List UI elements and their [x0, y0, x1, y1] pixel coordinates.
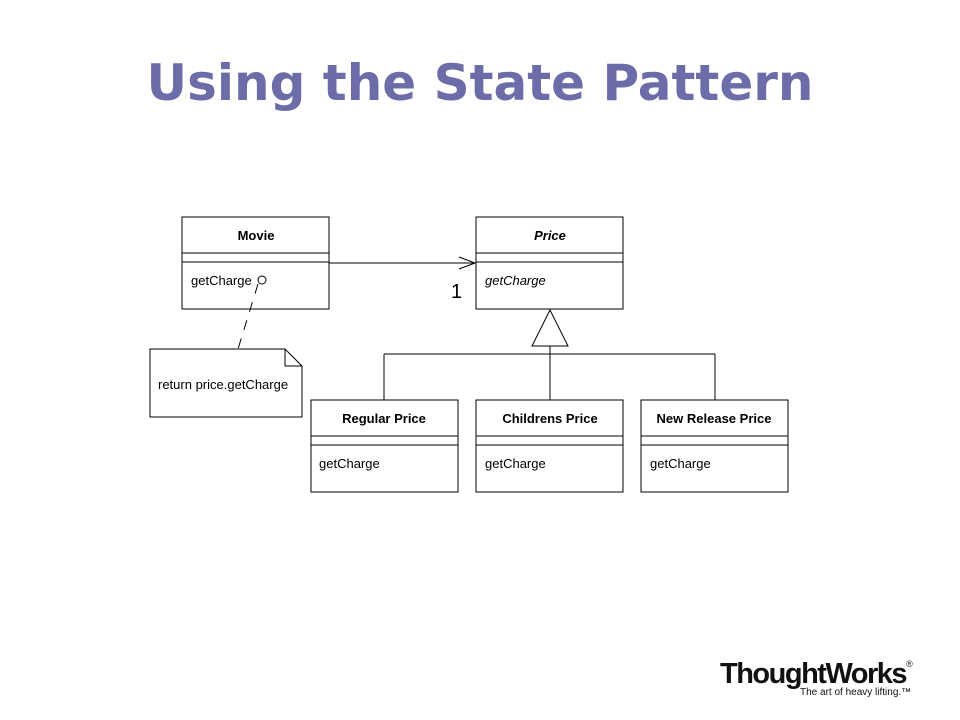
class-childrens-price: Childrens Price getCharge — [475, 399, 624, 493]
association-arrowhead — [458, 256, 477, 270]
class-new-release-price-name: New Release Price — [657, 411, 772, 426]
class-new-release-price-operation: getCharge — [650, 456, 711, 471]
class-regular-price-box — [310, 399, 459, 493]
logo-tagline: The art of heavy lifting.™ — [800, 687, 912, 698]
logo-name: ThoughtWorks — [720, 658, 908, 690]
class-regular-price: Regular Price getCharge — [310, 399, 459, 493]
generalization-triangle — [531, 308, 569, 347]
class-new-release-price-box — [640, 399, 789, 493]
class-childrens-price-name: Childrens Price — [502, 411, 597, 426]
class-movie-operation: getCharge — [191, 273, 252, 288]
note-box — [149, 348, 303, 418]
note: return price.getCharge — [149, 283, 303, 418]
thoughtworks-logo: ThoughtWorks® The art of heavy lifting.™ — [720, 660, 913, 700]
generalization — [383, 308, 716, 400]
class-movie: Movie getCharge — [181, 216, 330, 310]
association-multiplicity: 1 — [451, 281, 462, 303]
class-price-name: Price — [534, 228, 566, 243]
logo-wordmark: ThoughtWorks® — [720, 660, 913, 689]
class-price: Price getCharge — [475, 216, 624, 310]
note-folded-corner — [284, 349, 302, 367]
association-movie-price: 1 — [329, 256, 477, 303]
class-regular-price-operation: getCharge — [319, 456, 380, 471]
class-childrens-price-operation: getCharge — [485, 456, 546, 471]
class-regular-price-name: Regular Price — [342, 411, 426, 426]
logo-trademark: ® — [906, 659, 913, 669]
class-new-release-price: New Release Price getCharge — [640, 399, 789, 493]
class-price-operation: getCharge — [485, 273, 546, 288]
note-text: return price.getCharge — [158, 377, 288, 392]
class-childrens-price-box — [475, 399, 624, 493]
note-anchor-circle — [257, 275, 267, 285]
slide-title: Using the State Pattern — [146, 54, 814, 112]
class-movie-name: Movie — [238, 228, 275, 243]
